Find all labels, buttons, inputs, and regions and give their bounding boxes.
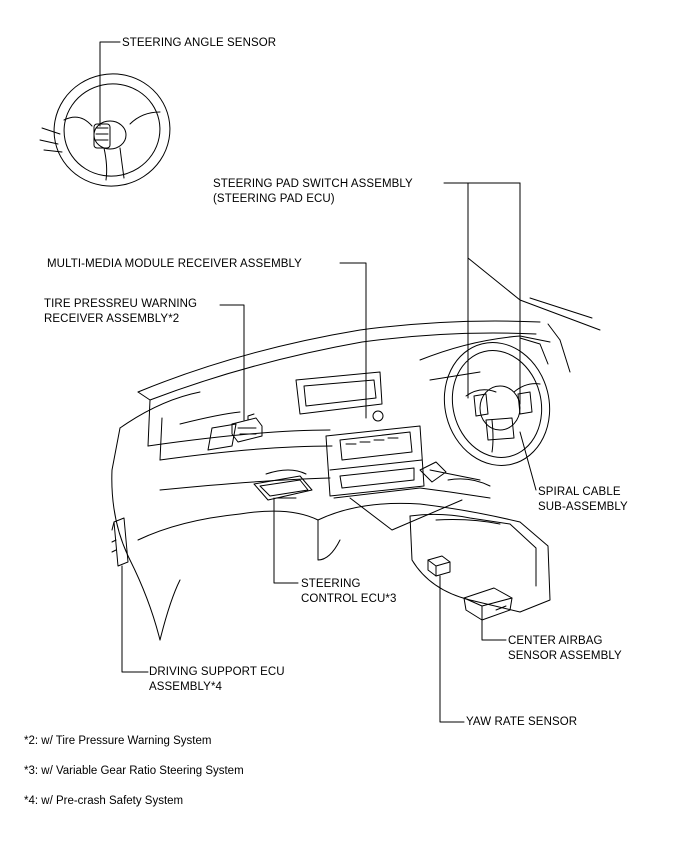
steering-wheel-main-illustration [443, 342, 551, 466]
label-driving-support-line2: ASSEMBLY*4 [149, 681, 223, 693]
label-spiral-cable-line2: SUB-ASSEMBLY [538, 501, 628, 513]
label-steering-angle-sensor: STEERING ANGLE SENSOR [122, 37, 277, 49]
label-steering-control-ecu: STEERING CONTROL ECU*3 [301, 577, 396, 607]
label-steering-pad-switch: STEERING PAD SWITCH ASSEMBLY (STEERING P… [213, 177, 413, 207]
footnote-4: *4: w/ Pre-crash Safety System [24, 795, 184, 807]
footnote-3: *3: w/ Variable Gear Ratio Steering Syst… [24, 765, 244, 777]
center-airbag-sensor-part [463, 587, 513, 621]
label-spiral-cable-line1: SPIRAL CABLE [538, 486, 621, 498]
leader-lines [99, 41, 537, 723]
tire-pressure-receiver-part [231, 413, 263, 443]
label-steering-pad-switch-line1: STEERING PAD SWITCH ASSEMBLY [213, 178, 413, 190]
label-center-airbag-line1: CENTER AIRBAG [508, 635, 603, 647]
label-tire-pressure-line1: TIRE PRESSREU WARNING [44, 298, 198, 310]
yaw-rate-sensor-part [427, 555, 451, 577]
dashboard-illustration [111, 257, 601, 641]
label-yaw-rate-sensor: YAW RATE SENSOR [466, 716, 578, 728]
label-steering-control-line1: STEERING [301, 578, 361, 590]
steering-control-ecu-part [253, 469, 313, 501]
label-driving-support-ecu: DRIVING SUPPORT ECU ASSEMBLY*4 [149, 665, 285, 695]
label-multimedia-receiver: MULTI-MEDIA MODULE RECEIVER ASSEMBLY [47, 258, 302, 270]
label-steering-pad-switch-line2: (STEERING PAD ECU) [213, 193, 335, 205]
label-steering-control-line2: CONTROL ECU*3 [301, 593, 397, 605]
label-tire-pressure-line2: RECEIVER ASSEMBLY*2 [44, 313, 180, 325]
label-spiral-cable: SPIRAL CABLE SUB-ASSEMBLY [538, 485, 628, 515]
label-center-airbag-line2: SENSOR ASSEMBLY [508, 650, 622, 662]
steering-wheel-inset-illustration [39, 73, 171, 187]
footnote-2: *2: w/ Tire Pressure Warning System [24, 735, 212, 747]
label-center-airbag-sensor: CENTER AIRBAG SENSOR ASSEMBLY [508, 634, 622, 664]
label-driving-support-line1: DRIVING SUPPORT ECU [149, 666, 285, 678]
label-tire-pressure-receiver: TIRE PRESSREU WARNING RECEIVER ASSEMBLY*… [44, 297, 197, 327]
driving-support-ecu-part [111, 517, 129, 567]
